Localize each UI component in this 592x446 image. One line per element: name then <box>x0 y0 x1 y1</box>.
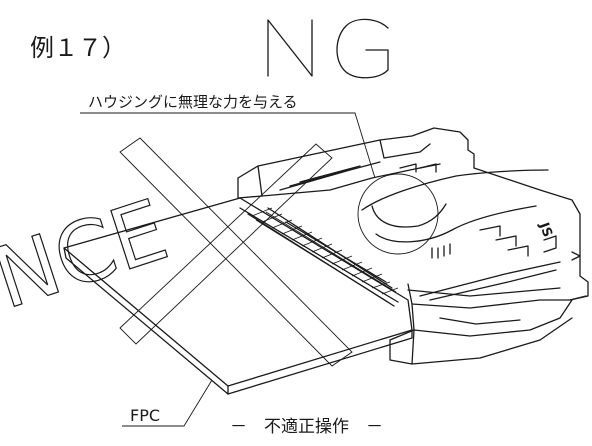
ng-verdict-mark: NG <box>267 18 389 79</box>
ng-cross-mark <box>119 137 353 367</box>
callout-text: ハウジングに無理な力を与える <box>88 93 298 111</box>
fpc-leader <box>122 379 213 427</box>
fpc-label: FPC <box>130 406 160 425</box>
housing-marking: JS <box>536 220 555 239</box>
connector-housing: JS <box>237 127 589 365</box>
watermark-text: NCE <box>0 181 179 328</box>
fpc-sheet <box>63 197 413 395</box>
callout-leader <box>80 112 376 179</box>
operation-caption: － 不適正操作 － <box>230 417 383 437</box>
example-label: 例１７） <box>30 34 126 62</box>
force-circle <box>357 169 549 255</box>
